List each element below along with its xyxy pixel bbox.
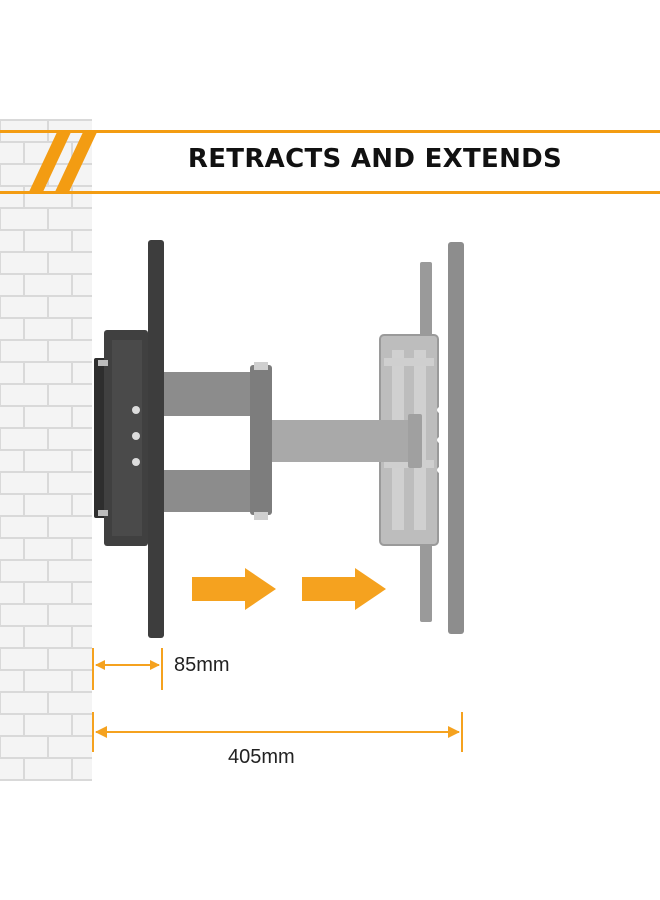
- brick: [71, 361, 92, 385]
- brick: [71, 581, 92, 605]
- banner-top-line: [0, 130, 660, 133]
- brick: [71, 669, 92, 693]
- brick: [71, 537, 92, 561]
- brick: [71, 625, 92, 649]
- brick: [71, 317, 92, 341]
- brick: [71, 273, 92, 297]
- retracted-distance-label: 85mm: [174, 654, 230, 676]
- dimension-405: [92, 712, 463, 752]
- brick: [71, 713, 92, 737]
- brick: [71, 405, 92, 429]
- banner-title: RETRACTS AND EXTENDS: [187, 144, 563, 174]
- extend-arrows: [192, 568, 386, 610]
- banner-bottom-line: [0, 191, 660, 194]
- brick: [71, 449, 92, 473]
- brick-wall: [0, 119, 92, 781]
- brick: [71, 757, 92, 781]
- title-banner: RETRACTS AND EXTENDS: [0, 130, 660, 194]
- brick: [71, 229, 92, 253]
- brick: [71, 493, 92, 517]
- banner-stripes: [28, 130, 98, 194]
- dimension-85: [92, 648, 163, 690]
- extended-distance-label: 405mm: [228, 746, 295, 768]
- retracted-mount: [94, 240, 272, 638]
